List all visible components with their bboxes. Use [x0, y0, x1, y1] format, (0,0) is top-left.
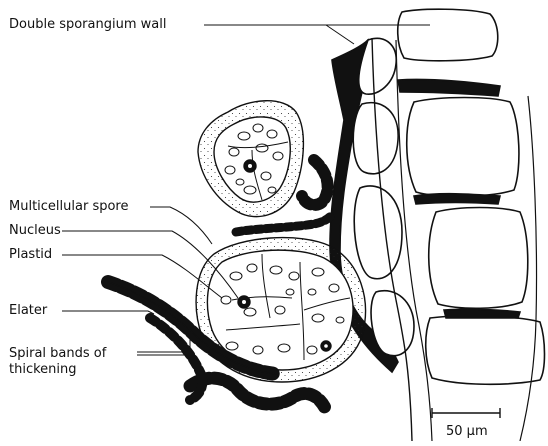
- label-sporangium-wall: Double sporangium wall: [9, 17, 166, 32]
- inner-cell-1: [398, 9, 498, 61]
- label-plastid: Plastid: [9, 247, 52, 262]
- wall-cell-4: [371, 291, 414, 356]
- scale-bar-label: 50 µm: [446, 424, 488, 439]
- wall-cell-3: [354, 186, 402, 279]
- inner-cell-3: [429, 208, 528, 309]
- elater-upper-right: [302, 160, 328, 205]
- leader-elater: [62, 311, 154, 314]
- label-elater: Elater: [9, 303, 47, 318]
- label-multicellular-spore: Multicellular spore: [9, 199, 128, 214]
- inner-cell-4: [426, 316, 545, 384]
- wall-thickening-3: [444, 309, 520, 318]
- wall-thickening-2: [414, 194, 500, 204]
- scale-bar: [432, 408, 500, 418]
- label-spiral-bands-line2: thickening: [9, 362, 77, 377]
- label-spiral-bands-line1: Spiral bands of: [9, 346, 106, 361]
- elater-curl: [190, 378, 326, 410]
- label-nucleus: Nucleus: [9, 223, 61, 238]
- inner-cell-2: [407, 98, 519, 197]
- upper-spore: [198, 101, 303, 217]
- wall-thickening-1: [398, 79, 500, 96]
- sporangium-wall: [330, 9, 545, 441]
- leader-multicellular-spore: [150, 207, 212, 244]
